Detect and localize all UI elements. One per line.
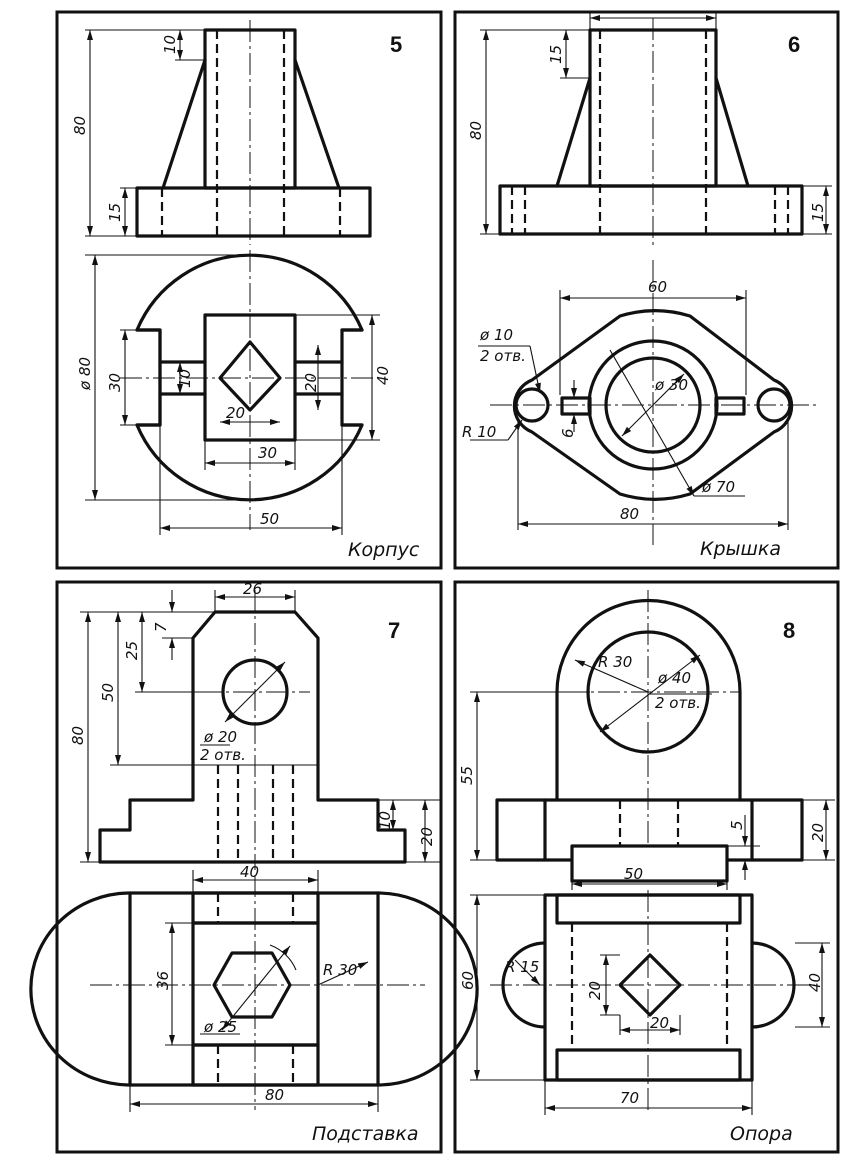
dim-d40: ø 40 [657,669,691,687]
dim-d30: ø 30 [654,376,688,394]
panel-6-top-view: 60 ø 10 2 отв. ø 30 R 10 6 ø 70 80 [462,260,820,545]
panel-5: 5 Корпус 10 80 15 [55,10,443,570]
dim-70: 70 [620,1089,639,1107]
dim-60: 60 [648,278,667,296]
dim-r30-8: R 30 [598,653,632,671]
panel-7-title: Подставка [312,1123,419,1145]
dim-10-vertical: 10 [161,35,179,54]
panel-6-frame [453,10,840,570]
panel-7-top-view: 40 36 R 30 ø 25 80 [29,863,479,1112]
dim-15-base: 15 [106,203,124,222]
panel-5-number: 5 [390,32,402,57]
panel-8-frame [453,580,840,1154]
dim-20-right: 20 [302,373,320,392]
panel-8-number: 8 [783,618,795,643]
panel-8: 8 Опора R 30 ø 40 2 отв. 55 [453,580,840,1154]
panel-5-front-view: 10 80 15 [71,20,372,245]
dim-r30: R 30 [323,961,357,979]
dim-55: 55 [458,766,476,785]
dim-15-top-6: 15 [547,45,565,64]
dim-20-8: 20 [809,823,827,842]
dim-20-horiz-8: 20 [650,1014,669,1032]
panel-7-number: 7 [388,618,400,643]
panel-8-title: Опора [730,1123,793,1145]
panel-6: 6 Крышка 80 15 [453,10,840,570]
dim-2-holes-6: 2 отв. [480,347,526,365]
panel-7-frame [55,580,443,1154]
dim-d25: ø 25 [203,1018,237,1036]
panel-5-top-view: ø 80 30 10 20 40 20 30 50 [76,250,392,535]
dim-30-bottom: 30 [258,444,277,462]
dim-80-height: 80 [71,116,89,135]
dim-5: 5 [728,820,746,830]
dim-6: 6 [559,428,577,438]
dim-36: 36 [154,971,172,990]
dim-40: 40 [374,366,392,385]
dim-15-base-6: 15 [809,203,827,222]
panel-6-front-view: 80 15 15 [467,12,832,245]
dim-d20: ø 20 [203,728,237,746]
dim-30-left: 30 [106,373,124,392]
panel-8-top-view: 60 R 15 20 20 40 70 [459,890,830,1115]
dim-50-8: 50 [624,865,643,883]
dim-80-height-7: 80 [69,726,87,745]
dim-80-height-6: 80 [467,121,485,140]
dim-80-6: 80 [620,505,639,523]
dim-60-8: 60 [459,971,477,990]
dim-40-8: 40 [806,973,824,992]
dim-50: 50 [260,510,279,528]
dim-2-holes-8: 2 отв. [655,694,701,712]
panel-5-frame [55,10,443,570]
panel-8-front-view: R 30 ø 40 2 отв. 55 5 20 50 [458,590,835,890]
panel-6-title: Крышка [700,538,781,560]
dim-20-vert-8: 20 [586,981,604,1000]
dim-50-7: 50 [99,683,117,702]
dim-26: 26 [243,580,262,598]
dim-10-step: 10 [376,811,394,830]
dim-20-square: 20 [226,404,245,422]
dim-20-step: 20 [418,827,436,846]
dim-10-hole: 10 [176,369,194,388]
dim-d80: ø 80 [76,357,94,391]
dim-r10: R 10 [462,423,496,441]
panel-5-title: Корпус [348,539,420,561]
dim-d10: ø 10 [479,326,513,344]
dim-r15: R 15 [505,958,539,976]
panel-7: 7 Подставка 26 7 25 [29,580,479,1154]
dim-40-7: 40 [240,863,259,881]
dim-7: 7 [152,622,170,632]
dim-2-holes-7: 2 отв. [200,746,246,764]
dim-d70: ø 70 [701,478,735,496]
panel-7-front-view: 26 7 25 50 80 ø 20 2 отв. 10 20 [69,580,440,870]
dim-25: 25 [123,641,141,660]
panel-6-number: 6 [788,32,800,57]
dim-80-7b: 80 [265,1086,284,1104]
